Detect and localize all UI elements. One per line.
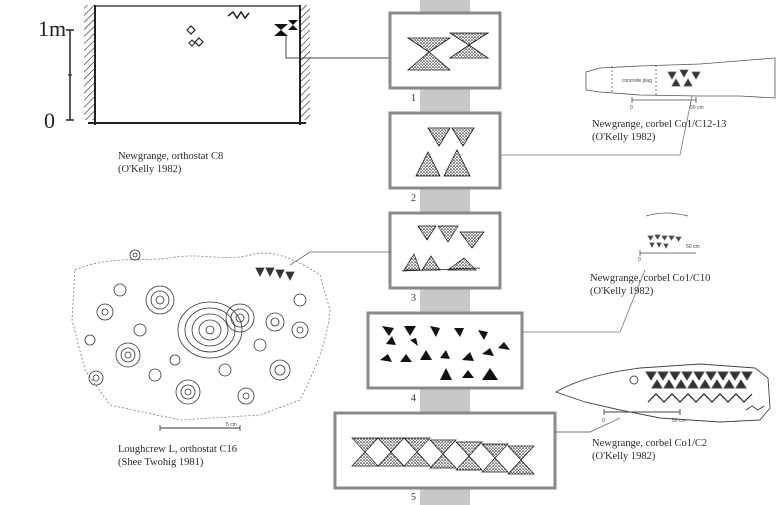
panel-number-2: 2 bbox=[411, 193, 416, 204]
scale-top-label: 1m bbox=[38, 16, 66, 41]
orthostat-c8-drawing bbox=[66, 5, 390, 125]
scale-bottom-label: 0 bbox=[44, 108, 55, 133]
caption-c8-site: Newgrange, orthostat C8 bbox=[118, 151, 224, 162]
c2-scale-50: 50 cm bbox=[672, 418, 686, 424]
corbel-c10-sketch bbox=[522, 212, 696, 333]
caption-orthostat-c8: Newgrange, orthostat C8 (O'Kelly 1982) bbox=[118, 150, 223, 176]
c16-scale-label: 5 cm bbox=[226, 422, 237, 428]
loughcrew-c16-drawing bbox=[71, 249, 390, 431]
caption-c12-site: Newgrange, corbel Co1/C12-13 bbox=[592, 119, 727, 130]
caption-c16-site: Loughcrew L, orthostat C16 bbox=[118, 444, 237, 455]
panel-number-3: 3 bbox=[411, 293, 416, 304]
caption-c10-site: Newgrange, corbel Co1/C10 bbox=[590, 273, 711, 284]
caption-loughcrew-c16: Loughcrew L, orthostat C16 (Shee Twohig … bbox=[118, 443, 237, 469]
panel-5 bbox=[333, 411, 557, 490]
caption-c16-source: (Shee Twohig 1981) bbox=[118, 457, 204, 468]
panel-3 bbox=[388, 211, 502, 290]
caption-c8-source: (O'Kelly 1982) bbox=[118, 164, 182, 175]
c10-scale-50: 50 cm bbox=[686, 244, 700, 250]
caption-c10-source: (O'Kelly 1982) bbox=[590, 286, 654, 297]
caption-corbel-c12-13: Newgrange, corbel Co1/C12-13 (O'Kelly 19… bbox=[592, 118, 726, 144]
c10-scale-0: 0 bbox=[638, 257, 641, 263]
panel-2 bbox=[388, 111, 502, 190]
c12-scale-50: 50 cm bbox=[690, 105, 704, 111]
panel-number-4: 4 bbox=[411, 393, 416, 404]
caption-corbel-c10: Newgrange, corbel Co1/C10 (O'Kelly 1982) bbox=[590, 272, 710, 298]
panel-1 bbox=[388, 11, 502, 90]
caption-c12-source: (O'Kelly 1982) bbox=[592, 132, 656, 143]
caption-c2-site: Newgrange, corbel Co1/C2 bbox=[592, 438, 708, 449]
corbel-c12-13-sketch bbox=[500, 57, 776, 156]
panel-number-1: 1 bbox=[411, 93, 416, 104]
c2-scale-0: 0 bbox=[602, 418, 605, 424]
caption-corbel-c2: Newgrange, corbel Co1/C2 (O'Kelly 1982) bbox=[592, 437, 707, 463]
concrete-plug-label: concrete plug bbox=[622, 78, 652, 84]
corbel-c2-sketch bbox=[554, 363, 771, 433]
caption-c2-source: (O'Kelly 1982) bbox=[592, 451, 656, 462]
panel-4 bbox=[366, 311, 524, 390]
panel-number-5: 5 bbox=[411, 492, 416, 503]
c12-scale-0: 0 bbox=[630, 105, 633, 111]
